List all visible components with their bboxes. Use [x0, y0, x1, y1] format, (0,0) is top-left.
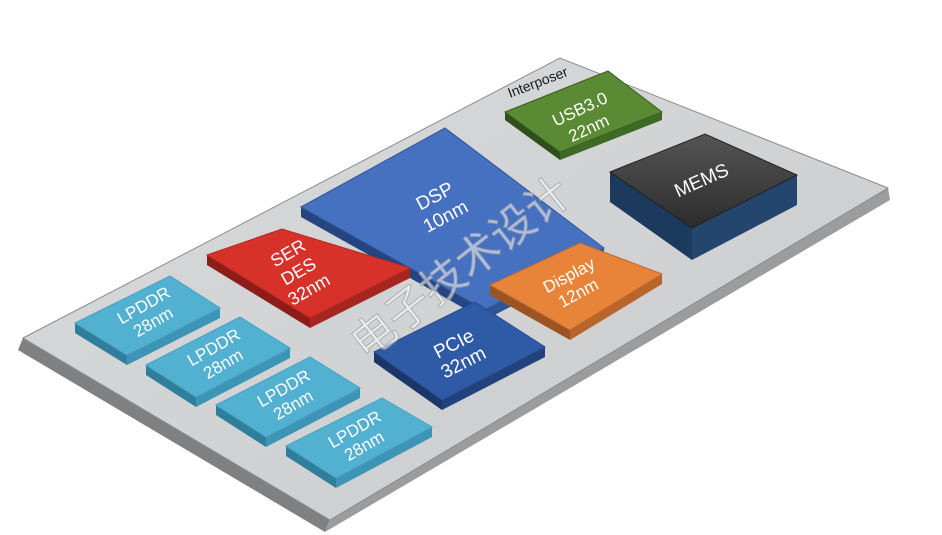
chip-usb: USB3.0 22nm — [503, 70, 664, 160]
chip-serdes-top — [205, 228, 412, 319]
chip-lpddr-2: LPDDR 28nm — [144, 316, 292, 407]
chip-dsp-top — [299, 127, 605, 311]
chip-lpddr-1: LPDDR 28nm — [73, 275, 222, 365]
chip-usb-top — [503, 70, 664, 153]
chip-lpddr-3-top — [214, 356, 362, 438]
chip-display-top — [488, 242, 664, 331]
chip-lpddr-1-top — [73, 275, 222, 356]
chip-pcie: PCIe 32nm — [373, 301, 546, 410]
chip-lpddr-4-top — [284, 397, 434, 479]
chip-mems: MEMS — [608, 133, 799, 260]
chip-lpddr-2-top — [144, 316, 292, 398]
chip-serdes: SER DES 32nm — [205, 228, 412, 328]
chip-pcie-top — [373, 301, 546, 401]
chip-mems-top — [608, 133, 799, 229]
chip-display: Display 12nm — [488, 242, 664, 340]
chip-lpddr-3: LPDDR 28nm — [214, 356, 362, 447]
chip-lpddr-4: LPDDR 28nm — [284, 397, 434, 488]
